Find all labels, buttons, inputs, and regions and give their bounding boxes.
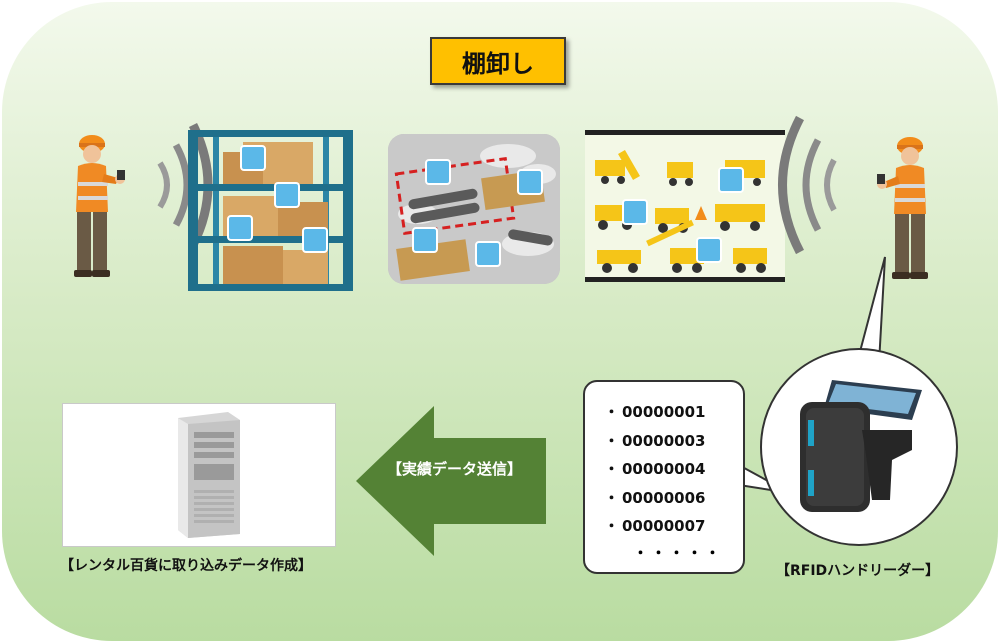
reader-caption: 【RFIDハンドリーダー】 [776, 563, 940, 579]
signal-waves-right-icon [778, 115, 837, 255]
data-transfer-arrow-icon [356, 406, 546, 556]
page-title: 棚卸し [430, 37, 566, 85]
list-item: ・00000004 [604, 460, 706, 478]
more-items-indicator: ・・・・・ [633, 544, 724, 562]
list-item: ・00000001 [604, 403, 706, 421]
server-tower-icon [178, 412, 240, 538]
server-card [62, 403, 336, 547]
worker-left-illustration [74, 135, 125, 277]
server-caption: 【レンタル百貨に取り込みデータ作成】 [60, 558, 312, 574]
list-item: ・00000003 [604, 431, 706, 450]
worker-right-illustration [877, 137, 928, 279]
equipment-yard-illustration [585, 130, 785, 282]
rfid-id-list: ・00000001 ・00000003 ・00000004 ・00000006 … [604, 398, 706, 541]
list-item: ・00000007 [604, 517, 706, 535]
rfid-reader-zoom [760, 348, 958, 546]
materials-yard-illustration [388, 134, 560, 284]
rfid-data-callout [583, 380, 745, 574]
arrow-label: 【実績データ送信】 [386, 460, 522, 478]
warehouse-rack-illustration [188, 130, 353, 291]
rfid-handheld-reader-icon [800, 380, 922, 512]
list-item: ・00000006 [604, 488, 706, 507]
